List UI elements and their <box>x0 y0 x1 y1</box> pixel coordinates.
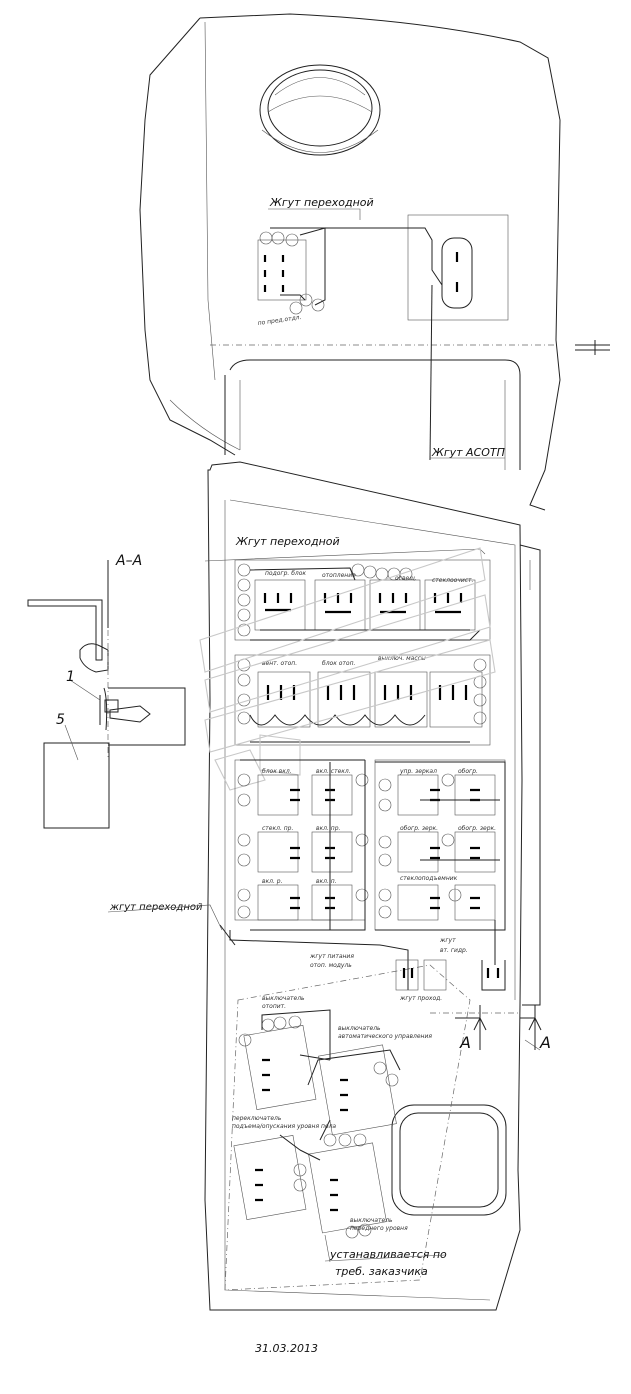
svg-text:по пред.отдл.: по пред.отдл. <box>257 314 302 327</box>
svg-text:вкл. п.: вкл. п. <box>316 878 337 885</box>
svg-text:автоматического управления: автоматического управления <box>338 1033 432 1040</box>
part-1-label: 1 <box>66 669 75 685</box>
main-panel <box>204 461 541 1311</box>
section-aa-title: А–А <box>115 553 142 569</box>
customer-note-leader <box>324 1234 331 1263</box>
svg-text:переключатель: переключатель <box>232 1115 282 1122</box>
svg-text:вент. отоп.: вент. отоп. <box>262 660 297 667</box>
svg-text:упр. зеркал: упр. зеркал <box>399 768 437 775</box>
relay-block-upper: подогр. блок отопление освещ. стеклоочис… <box>234 559 491 641</box>
harness-left-leader <box>107 904 223 931</box>
svg-text:блок вкл.: блок вкл. <box>262 768 292 775</box>
svg-text:стеклоподъемник: стеклоподъемник <box>400 875 458 882</box>
section-view <box>27 560 186 829</box>
svg-text:обогр. зерк.: обогр. зерк. <box>458 825 496 832</box>
customer-note-underline <box>324 1254 446 1262</box>
svg-text:переднего уровня: переднего уровня <box>350 1225 408 1232</box>
svg-text:вкл. стекл.: вкл. стекл. <box>316 768 351 775</box>
svg-text:выключатель: выключатель <box>338 1025 381 1032</box>
svg-text:блок отоп.: блок отоп. <box>322 660 355 667</box>
date-stamp: 31.03.2013 <box>255 1342 318 1355</box>
lower-wiring: жгут питания отоп. модуль жгут проход. ж… <box>219 920 506 1002</box>
harness-main-label: Жгут переходной <box>235 535 340 548</box>
svg-text:освещ.: освещ. <box>395 575 417 582</box>
svg-text:обогр.: обогр. <box>458 768 478 775</box>
switch-group-bottom: выключатель отопит. выключатель автомати… <box>232 995 432 1239</box>
svg-text:вкл. р.: вкл. р. <box>262 878 283 885</box>
svg-text:отопит.: отопит. <box>262 1003 286 1010</box>
svg-text:обогр. зерк.: обогр. зерк. <box>400 825 438 832</box>
watermark <box>199 547 496 791</box>
svg-text:жгут: жгут <box>439 937 456 944</box>
svg-text:жгут питания: жгут питания <box>309 953 354 960</box>
svg-text:стекл. пр.: стекл. пр. <box>262 825 293 832</box>
harness-asotp-label: Жгут АСОТП <box>431 446 505 459</box>
svg-text:жгут проход.: жгут проход. <box>399 995 442 1002</box>
svg-text:отопление: отопление <box>322 572 356 579</box>
relay-block-middle: вент. отоп. блок отоп. выключ. массы <box>234 654 491 746</box>
svg-text:выключ. массы: выключ. массы <box>378 655 426 662</box>
svg-text:стеклоочист.: стеклоочист. <box>432 577 474 584</box>
customer-note-line1: устанавливается по <box>329 1248 447 1261</box>
svg-text:подогр. блок: подогр. блок <box>265 570 306 577</box>
section-arrow-left-label: А <box>459 1033 471 1052</box>
customer-note-line2: треб. заказчика <box>335 1265 428 1278</box>
harness-top-label: Жгут переходной <box>269 196 374 209</box>
svg-text:подъема/опускания уровня пола: подъема/опускания уровня пола <box>232 1123 336 1130</box>
section-arrows <box>430 1005 542 1050</box>
relay-group-right: упр. зеркал обогр. обогр. зерк. обогр. з… <box>374 759 506 931</box>
top-panel: по пред.отдл. <box>139 13 610 511</box>
harness-main-leader <box>204 548 486 562</box>
section-arrow-right-label: А <box>539 1033 551 1052</box>
svg-text:отоп. модуль: отоп. модуль <box>310 962 352 969</box>
part-5-label: 5 <box>56 712 65 728</box>
svg-text:выключатель: выключатель <box>262 995 305 1002</box>
svg-text:вт. гидр.: вт. гидр. <box>440 947 468 954</box>
svg-text:вкл. пр.: вкл. пр. <box>316 825 341 832</box>
relay-group-left: блок вкл. вкл. стекл. стекл. пр. вкл. пр… <box>234 759 369 931</box>
harness-left-label: жгут переходной <box>109 902 203 913</box>
harness-top-leader <box>268 208 361 220</box>
svg-text:выключатель: выключатель <box>350 1217 393 1224</box>
